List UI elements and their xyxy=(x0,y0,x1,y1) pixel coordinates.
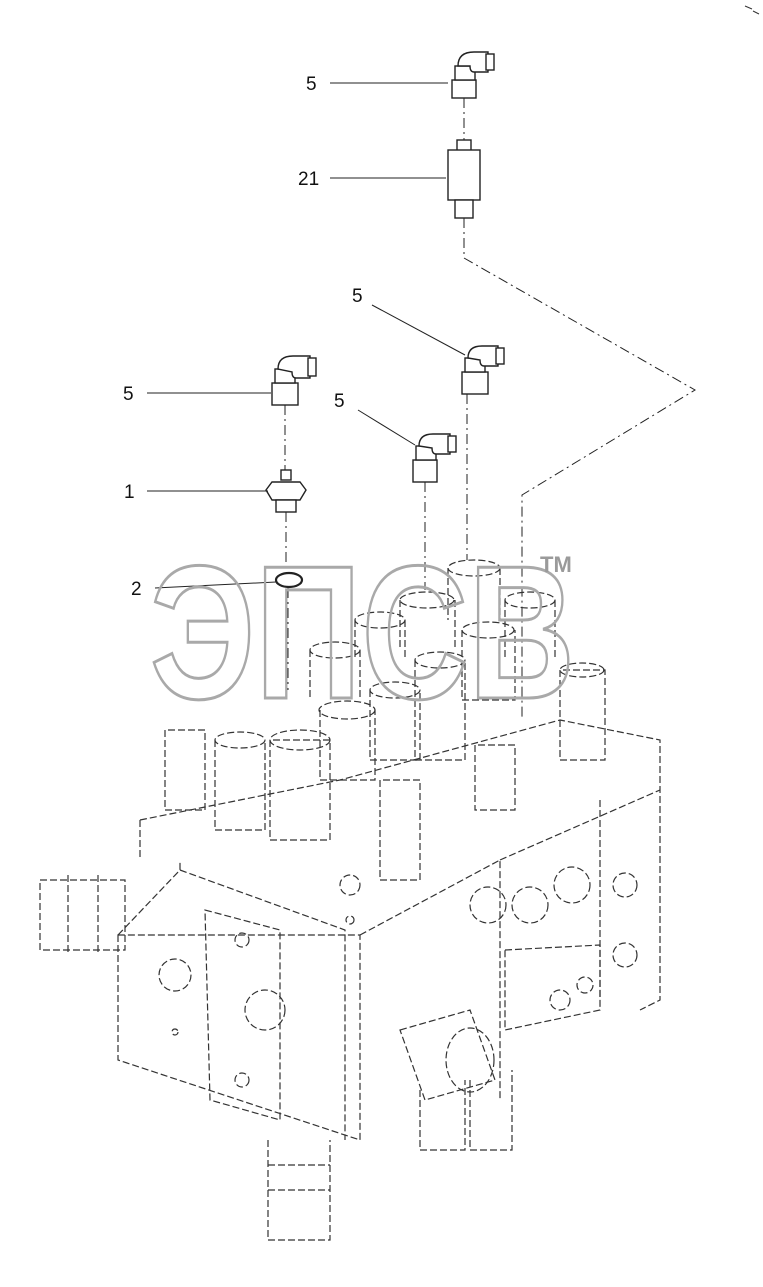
elbow-fitting-right-upper xyxy=(461,345,505,395)
corner-mark xyxy=(744,5,760,15)
callout-label-5-right: 5 xyxy=(352,286,363,307)
callout-label-1: 1 xyxy=(124,482,135,503)
callout-label-2: 2 xyxy=(131,579,142,600)
o-ring-2 xyxy=(274,571,304,589)
watermark-text: ЭПСВ xyxy=(150,527,575,739)
pressure-switch-1 xyxy=(265,469,307,513)
elbow-fitting-middle xyxy=(412,433,457,483)
watermark-tm: TM xyxy=(540,552,572,577)
elbow-fitting-top xyxy=(451,51,495,99)
check-valve-21 xyxy=(447,139,481,219)
callout-label-5-middle: 5 xyxy=(334,391,345,412)
callout-label-5-top: 5 xyxy=(306,74,317,95)
callout-label-5-left: 5 xyxy=(123,384,134,405)
control-valve-body xyxy=(39,559,661,1241)
elbow-fitting-left xyxy=(271,355,317,406)
watermark: ЭПСВ TM xyxy=(149,526,577,741)
callout-label-21: 21 xyxy=(298,169,319,190)
